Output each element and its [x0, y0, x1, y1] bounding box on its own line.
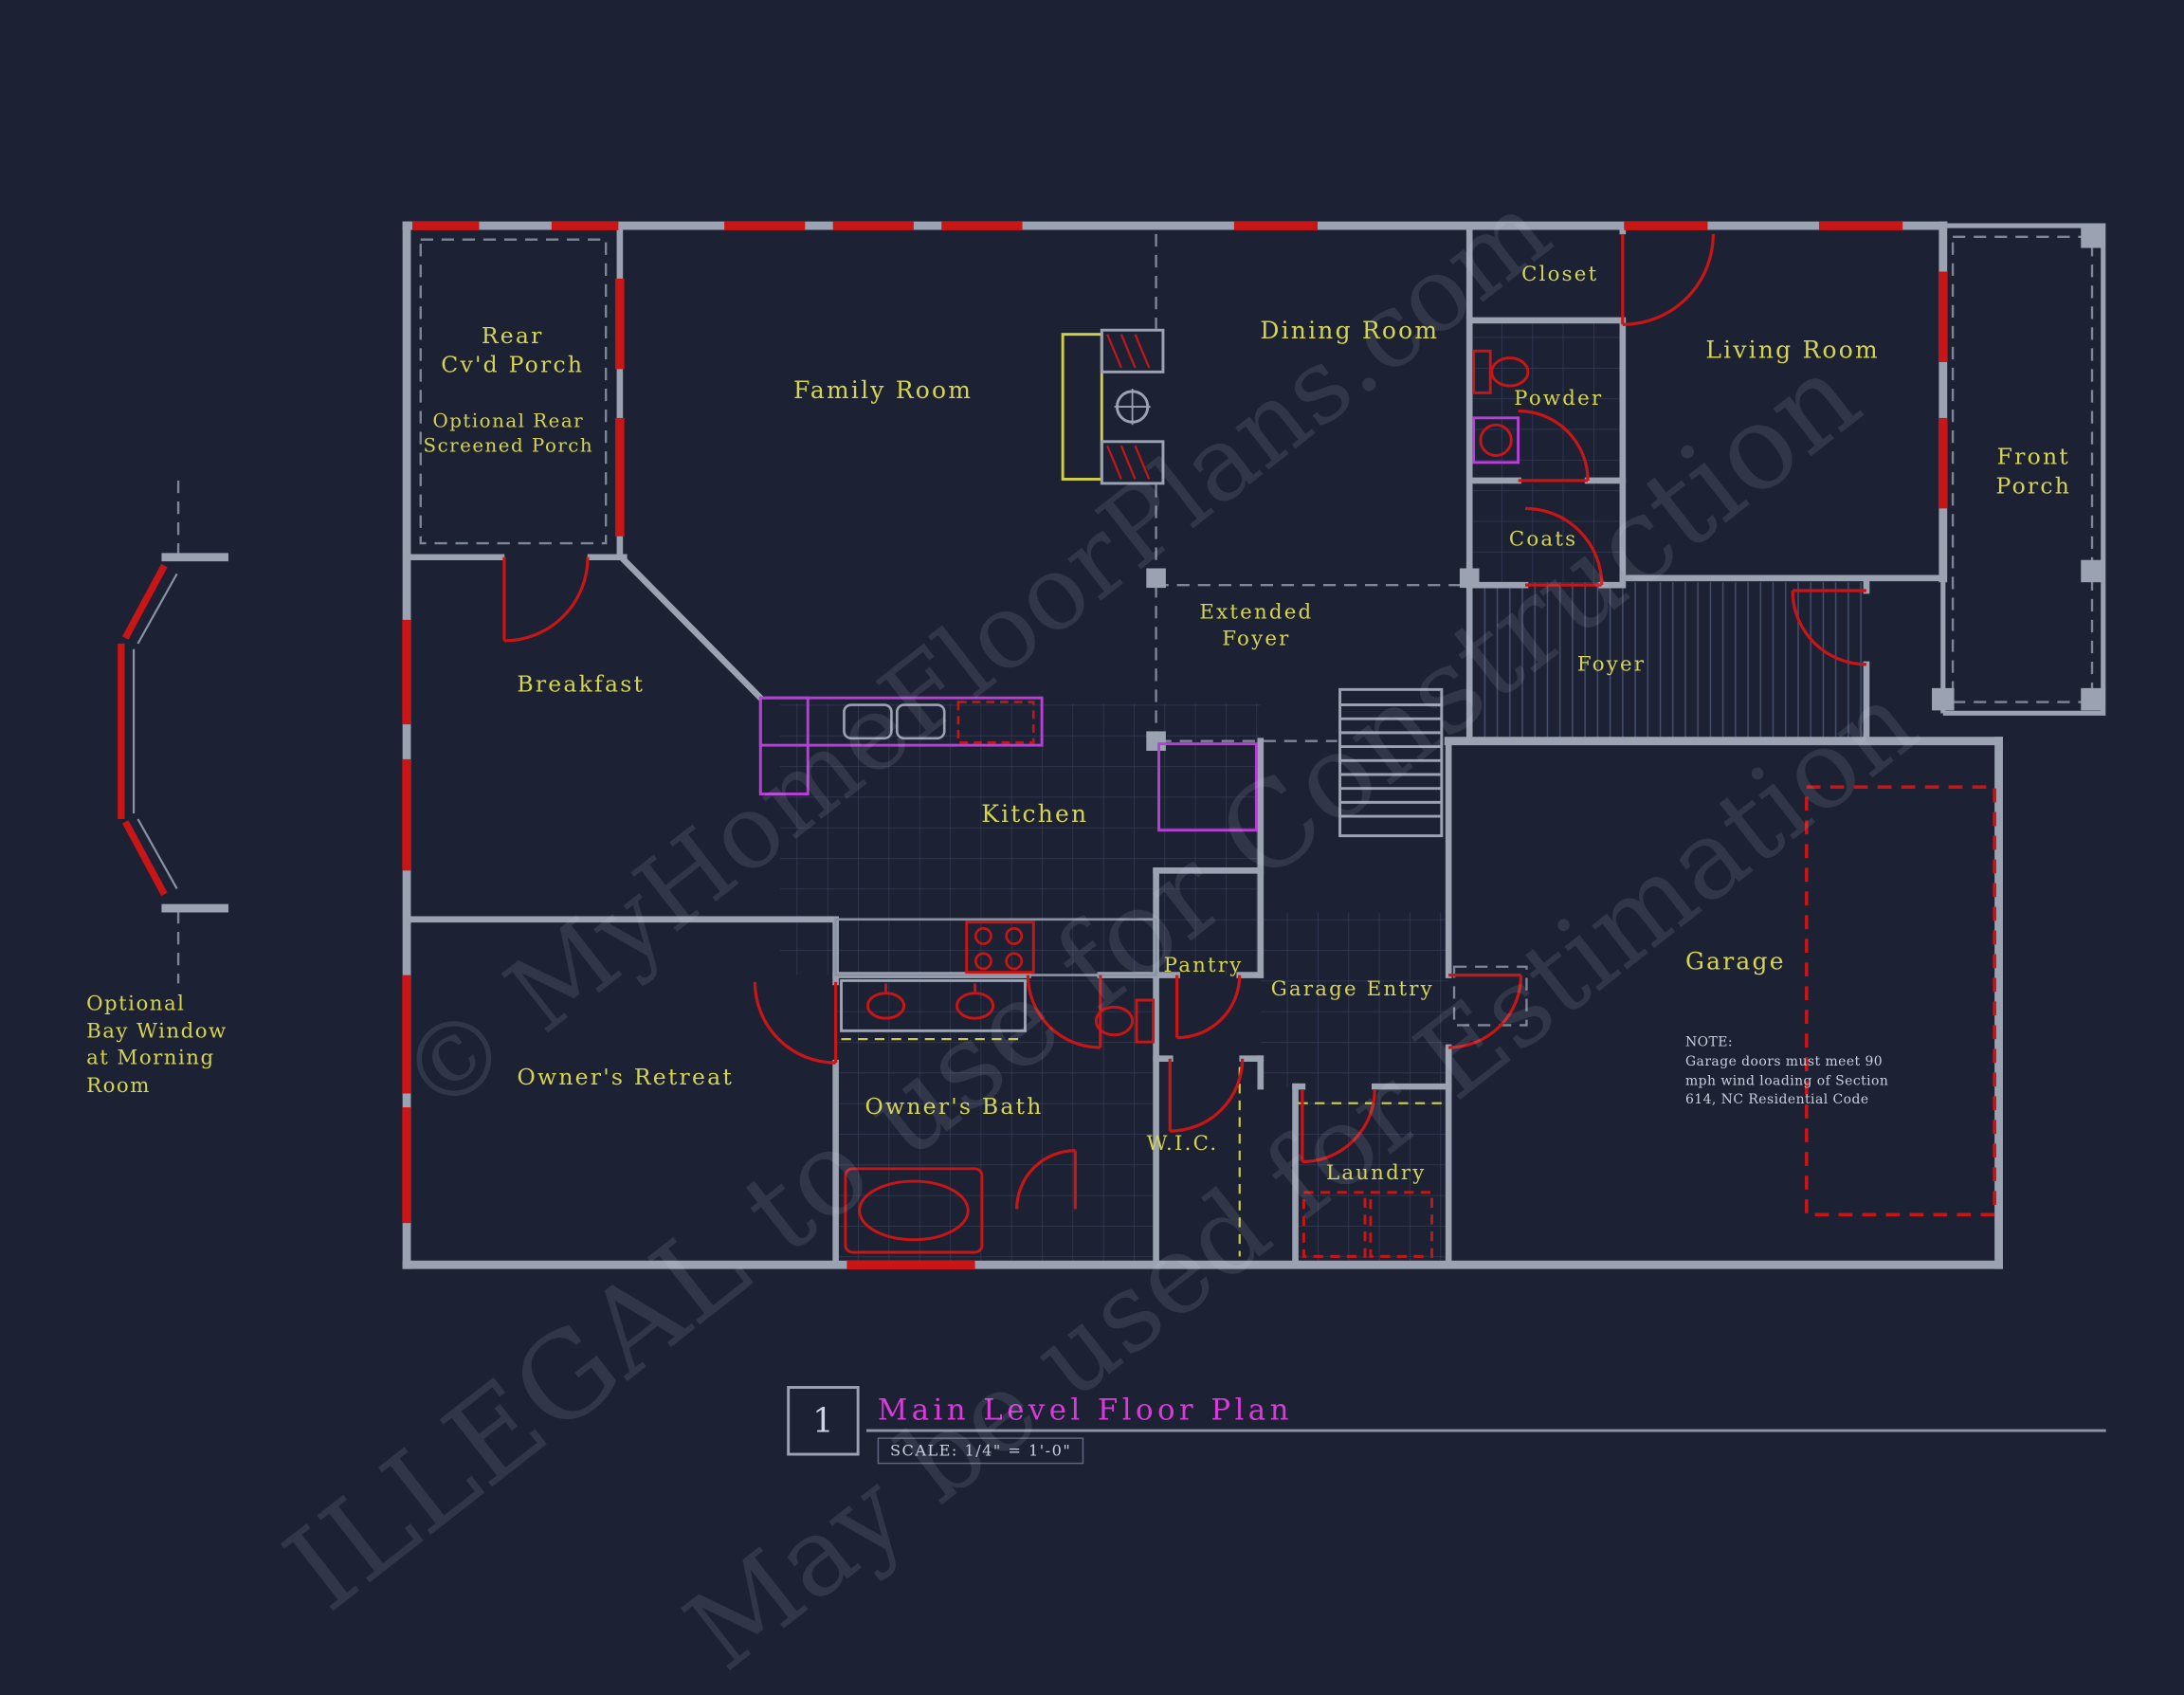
sheet-number: 1: [812, 1401, 834, 1441]
bay-window-detail: [118, 553, 228, 913]
floorplan-drawing: [118, 221, 2106, 1269]
sheet-scale: SCALE: 1/4" = 1'-0": [877, 1437, 1084, 1465]
posts: [1146, 226, 2103, 751]
plumbing-fixtures: [840, 349, 1530, 1254]
sheet-title: Main Level Floor Plan: [877, 1393, 1293, 1427]
windows: [402, 221, 1948, 1269]
dashed-lines: [176, 233, 2094, 1027]
doors: [502, 233, 1866, 1210]
sheet-number-box: 1: [787, 1386, 860, 1456]
front-porch-outline: [1940, 223, 2106, 716]
floor-plan-sheet: Rear Cv'd Porch Optional Rear Screened P…: [86, 170, 2106, 1695]
stairs: [1338, 687, 1444, 838]
title-rule: [865, 1429, 2106, 1432]
interior-walls: [403, 222, 1947, 1268]
floor-patterns: [779, 322, 1866, 1266]
fireplace: [1061, 328, 1165, 485]
kitchen-cabinets: [758, 696, 1258, 976]
appliances: [1301, 785, 1997, 1258]
